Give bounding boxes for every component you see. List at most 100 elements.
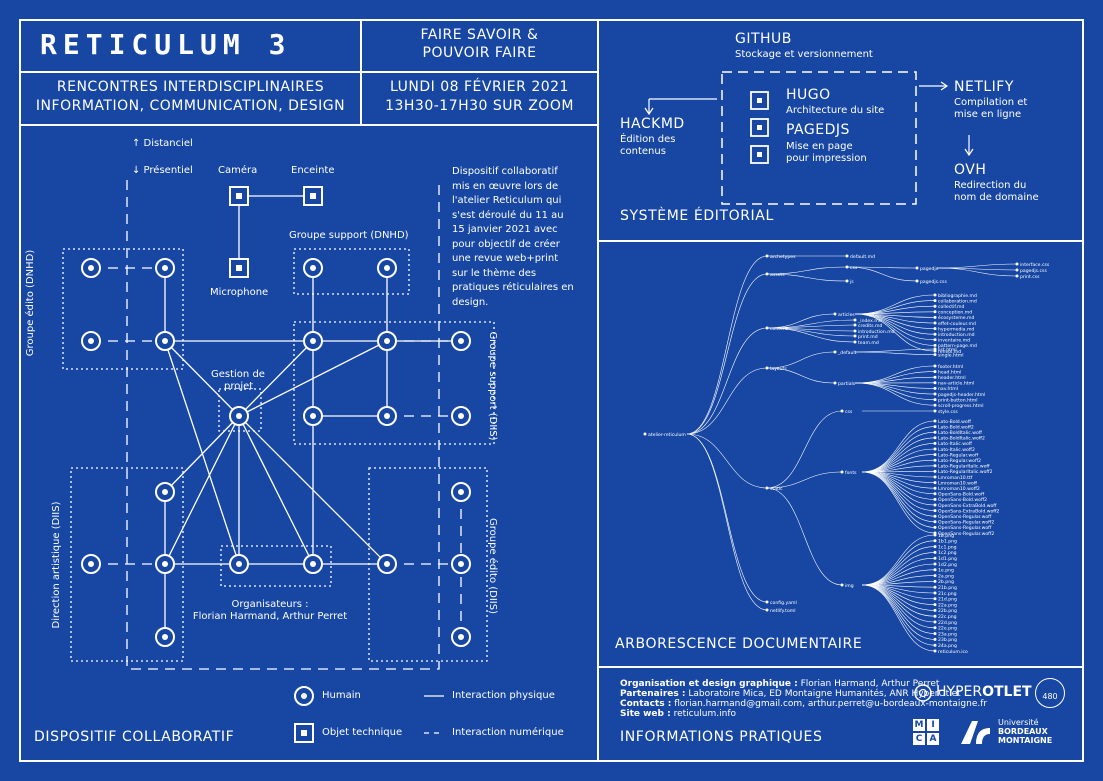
tree-diagram: atelier-reticulumarchetypesassetscontent… xyxy=(643,254,1050,655)
tree-level3-61: 22d.png xyxy=(938,620,957,626)
tree-level3-55-dot xyxy=(933,585,937,589)
subtitle-line-2: INFORMATION, COMMUNICATION, DESIGN xyxy=(35,98,346,114)
object-icon xyxy=(750,145,769,164)
tree-level3-51-dot xyxy=(933,562,937,566)
tagline-line-1: FAIRE SAVOIR & xyxy=(420,27,539,43)
tree-level3-46-dot xyxy=(933,533,937,537)
tree-level2-1: css xyxy=(850,266,858,271)
gestion-projet-label-2: projet xyxy=(224,381,254,392)
ubm-logo-icon xyxy=(961,721,990,744)
tree-level2-8: introduction.md xyxy=(858,329,895,335)
tree-level3-56: 21c.png xyxy=(938,591,957,597)
page-title: RETICULUM 3 xyxy=(40,28,292,61)
human-node-icon xyxy=(451,482,471,502)
tree-root: atelier-reticulum xyxy=(648,432,686,438)
tree-level2-15-dot xyxy=(840,583,844,587)
tree-level3-54-dot xyxy=(933,579,937,583)
tree-level3-33: Lato-RegularItalic.woff xyxy=(938,464,990,470)
tree-level3-9: hypermedia.md xyxy=(938,326,974,332)
tree-level3-4-dot xyxy=(933,299,937,303)
tree-level3-20: nav.html xyxy=(938,386,958,392)
tree-level3-2-dot xyxy=(1015,274,1019,278)
tree-level2-6: _index.md xyxy=(857,318,882,324)
tree-level3-8: effet-couleur.md xyxy=(938,321,976,327)
tree-level3-3: bibliographie.md xyxy=(938,293,977,299)
tree-level2-2: js xyxy=(849,279,854,285)
tree-level3-6: conception.md xyxy=(938,310,972,316)
tree-level3-18: header.html xyxy=(938,375,966,381)
mica-letter-c: C xyxy=(913,733,925,745)
arrow-right-icon xyxy=(919,81,949,91)
tree-level3-5-dot xyxy=(933,304,937,308)
human-node-icon xyxy=(377,406,397,426)
tree-level1-config-yaml-dot xyxy=(765,600,769,604)
human-node-icon xyxy=(303,258,323,278)
tree-level3-40: OpenSans-ExtraBold.woff xyxy=(938,503,997,509)
mica-logo: M I C A xyxy=(913,719,939,745)
netlify-name: NETLIFY xyxy=(954,79,1014,95)
hackmd-desc-1: Édition des xyxy=(620,134,676,145)
infos-section-title: INFORMATIONS PRATIQUES xyxy=(620,729,823,745)
tree-level3-55: 21b.png xyxy=(938,585,957,591)
tree-level2-3-dot xyxy=(915,266,919,270)
site-link[interactable]: reticulum.info xyxy=(673,709,737,719)
tree-level3-15-dot xyxy=(933,353,937,357)
github-desc: Stockage et versionnement xyxy=(735,49,873,60)
direction-artistique-label: Direction artistique (DIIS) xyxy=(51,501,62,629)
tree-level3-43: OpenSans-Regular.woff2 xyxy=(938,520,994,526)
tree-level1-netlify-toml-dot xyxy=(765,608,769,612)
tree-level3-38: OpenSans-Bold.woff xyxy=(938,492,985,498)
tree-level2-0: default.md xyxy=(850,254,875,260)
human-node-icon xyxy=(377,554,397,574)
tree-level3-29: Lato-Italic.woff xyxy=(938,441,973,447)
distanciel-label: ↑ Distanciel xyxy=(132,138,193,149)
tree-level1-config-yaml: config.yaml xyxy=(770,600,797,606)
tree-level3-31-dot xyxy=(933,453,937,457)
tree-level3-42: OpenSans-Regular.woff xyxy=(938,514,992,520)
gestion-projet-label-1: Gestion de xyxy=(211,369,265,380)
tree-level3-34: Lato-RegularItalic.woff2 xyxy=(938,469,993,475)
tree-level3-50: 1d1.png xyxy=(938,556,957,562)
organisateurs-label-1: Organisateurs : xyxy=(231,599,309,610)
tree-level3-52: 1e.png xyxy=(938,568,954,574)
legend-physique-label: Interaction physique xyxy=(452,690,555,701)
arrow-down-icon xyxy=(964,135,974,157)
netlify-desc-1: Compilation et xyxy=(954,97,1028,108)
tree-level2-12-dot xyxy=(833,381,837,385)
human-node-icon xyxy=(155,554,175,574)
contact-link[interactable]: florian.harmand@gmail.com, arthur.perret… xyxy=(674,699,988,709)
info-line-partenaires: Partenaires : Laboratoire Mica, ED Monta… xyxy=(620,689,961,699)
tree-level3-40-dot xyxy=(933,503,937,507)
tree-level2-10: team.md xyxy=(858,340,879,346)
human-node-icon xyxy=(229,554,249,574)
tree-level3-45: OpenSans-Regular.woff2 xyxy=(938,531,994,537)
tree-level3-6-dot xyxy=(933,310,937,314)
tree-level3-38-dot xyxy=(933,492,937,496)
tree-level3-64-dot xyxy=(933,637,937,641)
human-node-icon xyxy=(155,258,175,278)
tree-level3-2: print.css xyxy=(1020,274,1040,280)
tree-level3-20-dot xyxy=(933,386,937,390)
human-node-icon xyxy=(155,331,175,351)
subtitle-line-1: RENCONTRES INTERDISCIPLINAIRES xyxy=(56,79,325,95)
tree-level3-52-dot xyxy=(933,568,937,572)
tree-level3-48-dot xyxy=(933,545,937,549)
microphone-label: Microphone xyxy=(210,287,269,298)
tree-level3-9-dot xyxy=(933,327,937,331)
tree-level3-57-dot xyxy=(933,597,937,601)
tree-level3-58-dot xyxy=(933,603,937,607)
tree-level1-content: content xyxy=(770,326,788,332)
tree-level3-66: reticulum.ico xyxy=(938,649,968,655)
ovh-desc-2: nom de domaine xyxy=(954,192,1039,203)
tree-level2-11: _default xyxy=(837,350,857,356)
tree-level3-14: list.html xyxy=(938,347,957,353)
tree-level3-23-dot xyxy=(933,403,937,407)
tree-level3-30-dot xyxy=(933,447,937,451)
tree-level3-23: scroll-progress.html xyxy=(938,403,983,409)
tree-level3-0: interface.css xyxy=(1020,262,1050,268)
hyperotlet-logo-icon xyxy=(914,684,932,702)
legend-human-icon xyxy=(294,686,314,706)
github-name: GITHUB xyxy=(735,31,792,47)
presentiel-label: ↓ Présentiel xyxy=(132,165,193,176)
date-line-1: LUNDI 08 FÉVRIER 2021 xyxy=(390,79,569,95)
